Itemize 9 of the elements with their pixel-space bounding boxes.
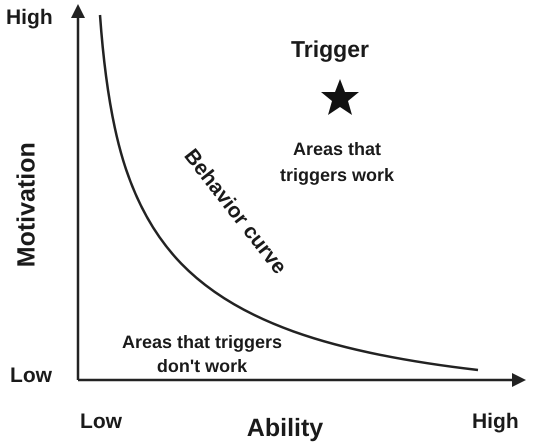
region-label: Areas that triggers don't work [120,331,284,378]
axis-label: Low [80,409,122,435]
region-label: Areas that triggers work [278,138,396,187]
axis-title: Ability [246,413,324,444]
axis-title: Motivation [11,141,42,270]
axis-label: Low [10,363,52,389]
axis-label: High [472,409,519,435]
axis-label: High [6,5,53,31]
marker-label: Trigger [290,35,370,64]
